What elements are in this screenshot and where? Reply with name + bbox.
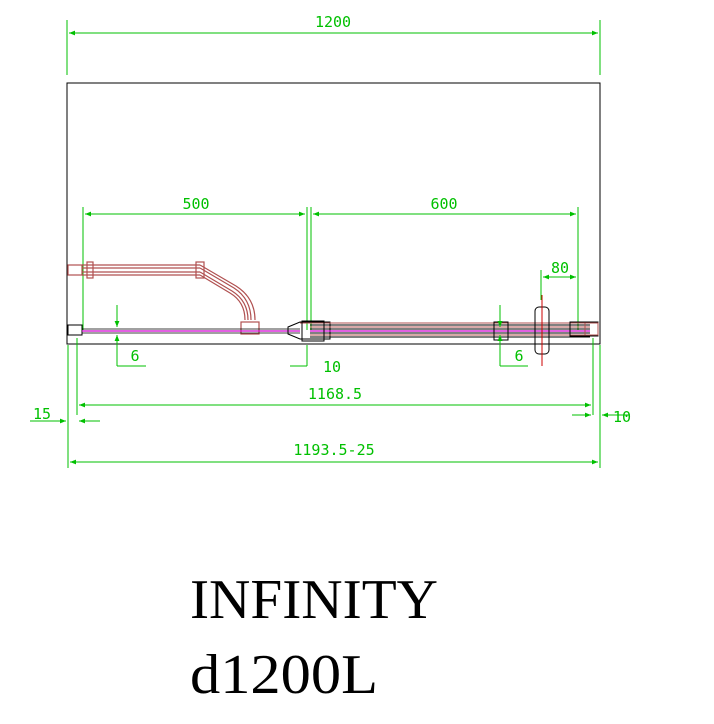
dimension-panels bbox=[82, 207, 579, 330]
dim-label-1200: 1200 bbox=[315, 13, 351, 31]
dim-label-6-left: 6 bbox=[130, 347, 139, 365]
fixed-glass-panel bbox=[67, 324, 300, 336]
dim-label-600: 600 bbox=[430, 195, 457, 213]
wall-rail bbox=[67, 261, 260, 335]
dim-label-10-right: 10 bbox=[613, 408, 631, 426]
model-name: INFINITY bbox=[190, 569, 438, 631]
dim-label-6-right: 6 bbox=[514, 347, 523, 365]
dimension-handle-offset bbox=[540, 270, 579, 300]
sliding-door-panel bbox=[287, 320, 599, 342]
dim-label-10-mid: 10 bbox=[323, 358, 341, 376]
dim-label-500: 500 bbox=[182, 195, 209, 213]
door-handle bbox=[534, 295, 550, 366]
dim-label-1193-5-25: 1193.5-25 bbox=[293, 441, 374, 459]
dimension-overall-width bbox=[66, 20, 601, 75]
dim-label-80: 80 bbox=[551, 259, 569, 277]
enclosure-outline bbox=[66, 82, 601, 345]
dim-label-1168-5: 1168.5 bbox=[308, 385, 362, 403]
dimension-inner-width bbox=[76, 338, 594, 415]
dimension-gaps bbox=[114, 305, 528, 367]
dimension-wall-offsets bbox=[30, 345, 630, 468]
dim-label-15: 15 bbox=[33, 405, 51, 423]
model-code: d1200L bbox=[190, 644, 378, 706]
